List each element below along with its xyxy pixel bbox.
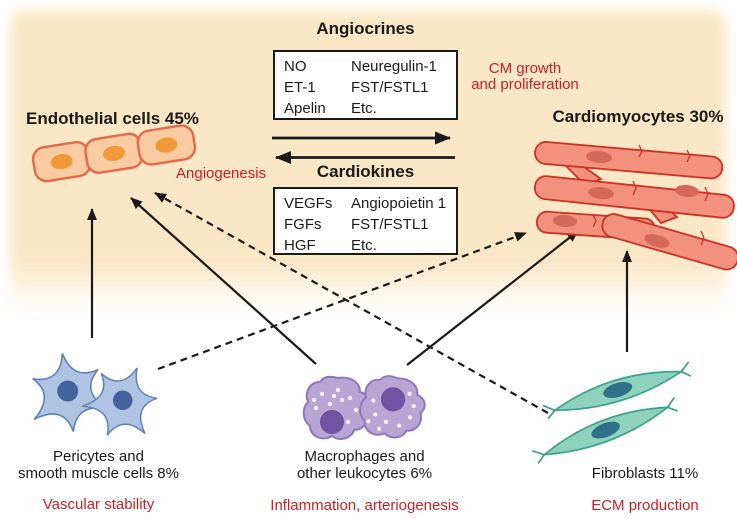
- cardiokine-item: Etc.: [351, 237, 377, 254]
- angiocrine-item: NO: [284, 58, 307, 75]
- cardiokine-item: VEGFs: [284, 195, 333, 212]
- intercalated-discs: [592, 144, 709, 246]
- fibroblast-nucleus: [591, 421, 620, 439]
- intercalated-disc: [700, 230, 705, 246]
- macrophages-illustration: [302, 375, 426, 440]
- endothelial-cells-illustration: [31, 124, 197, 183]
- cardiomyocyte-nucleus: [588, 186, 614, 200]
- pericytes-illustration: [32, 353, 158, 436]
- intercalated-disc: [686, 149, 691, 163]
- cardiokine-item: FGFs: [284, 216, 322, 233]
- fibroblast-processes: [542, 361, 692, 420]
- endothelial-nucleus: [50, 154, 73, 170]
- cardiomyocyte-nucleus: [586, 150, 612, 164]
- macrophage-cell: [359, 375, 426, 439]
- angiogenesis-label: Angiogenesis: [176, 165, 267, 182]
- endothelial-nucleus: [103, 145, 125, 161]
- angiocrine-item: FST/FSTL1: [351, 79, 429, 96]
- arrow-macrophages-to-cardiomyocytes: [406, 230, 579, 366]
- pericyte-cell: [32, 353, 108, 432]
- crosstalk-arrows: [272, 131, 455, 164]
- fibroblasts-label: Fibroblasts 11%: [591, 465, 699, 482]
- arrow-fibroblasts-to-endothelial-dashed: [154, 192, 549, 414]
- macrophages-label: Macrophages and other leukocytes 6%: [296, 448, 433, 482]
- pericyte-nucleus: [57, 380, 79, 402]
- cardiokine-item: FST/FSTL1: [351, 216, 429, 233]
- intercalated-disc: [592, 214, 597, 228]
- fibroblast-cell: [531, 396, 678, 464]
- cardiomyocyte-fiber: [601, 213, 737, 271]
- macrophage-cell: [302, 375, 371, 440]
- cardiomyocyte-nucleus: [644, 234, 670, 248]
- endothelial-nucleus: [155, 137, 178, 153]
- pericytes-label: Pericytes and smooth muscle cells 8%: [18, 448, 179, 482]
- arrow-macrophages-to-endothelial: [130, 197, 317, 365]
- intercalated-disc: [638, 144, 643, 158]
- angiocrines-title: Angiocrines: [316, 19, 415, 38]
- fibroblast-cell: [542, 361, 692, 420]
- macrophage-granules: [311, 387, 359, 425]
- arrow-pericytes-to-cardiomyocytes-dashed: [157, 231, 527, 371]
- intercalated-disc: [704, 186, 709, 202]
- pericyte-nucleus: [112, 390, 133, 411]
- cardiomyocyte-nucleus: [675, 184, 699, 198]
- macrophage-nucleus: [380, 387, 406, 412]
- endothelial-nuclei: [50, 137, 178, 170]
- cardiokines-box: VEGFs Angiopoietin 1 FGFs FST/FSTL1 HGF Etc…: [273, 187, 458, 255]
- angiocrine-item: Apelin: [284, 100, 326, 117]
- angiocrines-box: NO Neuregulin-1 ET-1 FST/FSTL1 Apelin Etc.: [273, 50, 458, 120]
- intercalated-disc: [632, 180, 637, 196]
- fibroblast-processes: [531, 396, 678, 464]
- cardiokines-title: Cardiokines: [316, 162, 415, 181]
- fibroblasts-function-label: ECM production: [591, 497, 699, 514]
- endothelial-cells-label: Endothelial cells 45%: [26, 109, 199, 128]
- cardiokine-item: Angiopoietin 1: [351, 195, 447, 212]
- macrophage-nucleus: [320, 410, 344, 434]
- macrophages-function-label: Inflammation, arteriogenesis: [270, 497, 459, 514]
- cardiokine-item: HGF: [284, 237, 316, 254]
- fibroblast-nucleus: [603, 382, 633, 399]
- macrophage-granules: [366, 391, 416, 431]
- cardiomyocytes-label: Cardiomyocytes 30%: [552, 107, 724, 126]
- cardiomyocyte-nuclei: [553, 150, 699, 248]
- fibroblasts-illustration: [531, 361, 692, 464]
- cardiomyocytes-illustration: [533, 141, 737, 271]
- angiocrine-item: Neuregulin-1: [351, 58, 437, 75]
- pericytes-function-label: Vascular stability: [42, 496, 155, 513]
- pericyte-cell: [82, 367, 158, 436]
- cardiomyocyte-nucleus: [553, 214, 577, 228]
- cardiomyocyte-fiber: [534, 141, 724, 180]
- angiocrine-item: ET-1: [284, 79, 316, 96]
- cm-growth-label: CM growth and proliferation: [471, 60, 579, 93]
- angiocrine-item: Etc.: [351, 100, 377, 117]
- support-cell-arrows: [87, 192, 632, 414]
